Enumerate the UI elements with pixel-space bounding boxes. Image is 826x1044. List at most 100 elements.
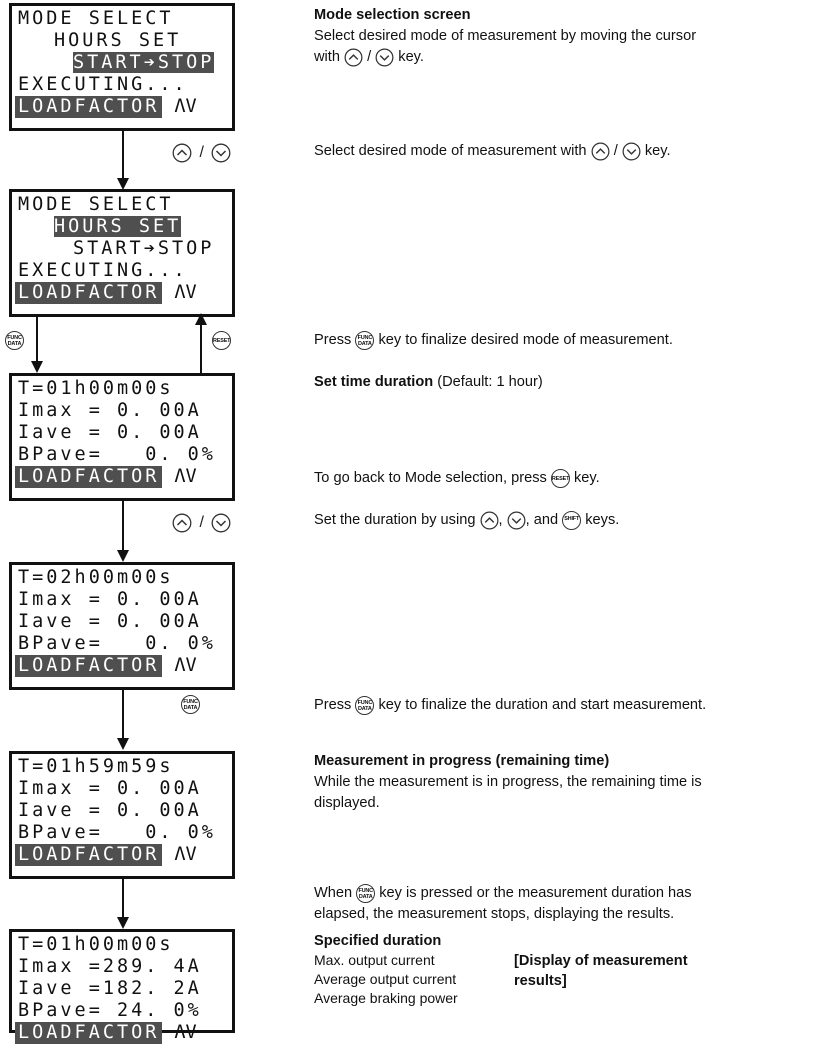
desc-text: key to finalize desired mode of measurem… — [378, 332, 673, 348]
up-key-icon — [480, 511, 498, 530]
set-duration-title: Set time duration — [314, 374, 434, 390]
up-key-icon — [344, 48, 363, 67]
stop-desc: When FUNC DATA key is pressed or the mea… — [314, 883, 692, 925]
down-key-icon — [507, 511, 526, 530]
desc-text: key to finalize the duration and start m… — [378, 697, 707, 713]
desc-line: displayed. — [314, 795, 380, 811]
select-mode-desc: Select desired mode of measurement with … — [314, 141, 671, 162]
up-key-icon — [172, 143, 192, 163]
desc-line: with / key. — [314, 47, 696, 68]
down-key-icon — [211, 513, 231, 533]
flow-line — [122, 879, 124, 919]
desc-line: When FUNC DATA key is pressed or the mea… — [314, 883, 692, 904]
key-label: FUNC DATA — [357, 334, 373, 347]
down-key-icon — [211, 143, 231, 163]
desc-line: elapsed, the measurement stops, displayi… — [314, 906, 675, 922]
lcd-line-imax: Imax = 0. 00A — [18, 589, 202, 610]
results-line: [Display of measurement — [514, 953, 688, 969]
down-key-icon — [375, 48, 394, 67]
lcd-line-imax: Imax =289. 4A — [18, 956, 202, 977]
lcd-line: START➔STOP — [18, 52, 228, 74]
key-label: FUNC DATA — [183, 699, 198, 711]
lcd-line-time: T=01h59m59s — [18, 756, 174, 777]
desc-text: , and — [525, 512, 559, 528]
lcd-line-bpave: BPave= 0. 0% — [18, 444, 216, 465]
lcd-measurement-progress: T=01h59m59s Imax = 0. 00A Iave = 0. 00A … — [9, 751, 235, 879]
lcd-line: MODE SELECT — [18, 8, 174, 29]
desc-text: To go back to Mode selection, press — [314, 470, 547, 486]
finalize-mode-desc: Press FUNC DATA key to finalize desired … — [314, 330, 673, 351]
lcd-loadfactor: LOADFACTOR — [15, 282, 163, 304]
flow-line — [122, 690, 124, 740]
results-labels: Specified duration Max. output current A… — [314, 932, 458, 1008]
desc-text: Press — [314, 697, 352, 713]
lcd-line-bpave: BPave= 24. 0% — [18, 1000, 202, 1021]
lcd-measurement-results: T=01h00m00s Imax =289. 4A Iave =182. 2A … — [9, 929, 235, 1044]
lcd-line-time: T=01h00m00s — [18, 934, 174, 955]
flow-arrow-down — [117, 738, 129, 750]
flow-arrow-down — [117, 550, 129, 562]
avg-current-label: Average output current — [314, 971, 457, 987]
desc-text: (Default: 1 hour) — [437, 374, 543, 390]
reset-key-icon: RESET — [550, 468, 570, 488]
max-current-label: Max. output current — [314, 952, 435, 968]
desc-line: Select desired mode of measurement by mo… — [314, 28, 697, 44]
lcd-mode-select-2: MODE SELECT HOURS SET START➔STOP EXECUTI… — [9, 189, 235, 317]
lcd-line: START➔STOP — [73, 238, 215, 259]
lcd-line-iave: Iave = 0. 00A — [18, 800, 202, 821]
lcd-line-time: T=01h00m00s — [18, 378, 174, 399]
key-label: RESET — [213, 338, 231, 344]
slash-text: / — [199, 144, 204, 162]
func-data-key-icon: FUNC DATA — [355, 330, 375, 350]
lcd-duration-default: T=01h00m00s Imax = 0. 00A Iave = 0. 00A … — [9, 373, 235, 501]
desc-text: key. — [644, 143, 671, 159]
slash-text: / — [199, 514, 204, 532]
desc-text: key. — [573, 470, 600, 486]
lcd-loadfactor: LOADFACTOR — [15, 1022, 163, 1044]
lcd-line-bpave: BPave= 0. 0% — [18, 633, 216, 654]
flow-arrow-down — [117, 917, 129, 929]
key-label: FUNC DATA — [358, 887, 373, 900]
func-data-key-icon: FUNC DATA — [5, 331, 24, 350]
flow-arrow-down — [31, 361, 43, 373]
flow-arrow-down — [117, 178, 129, 190]
flow-line — [36, 317, 38, 363]
lcd-cursor-item: HOURS SET — [54, 216, 182, 237]
up-key-icon — [172, 513, 192, 533]
progress-desc: Measurement in progress (remaining time)… — [314, 751, 702, 814]
desc-text: Set the duration by using — [314, 512, 476, 528]
key-label: RESET — [551, 475, 570, 482]
lcd-line: MODE SELECT — [18, 194, 174, 215]
up-down-icon: ΛV — [174, 466, 197, 487]
desc-line: While the measurement is in progress, th… — [314, 774, 702, 790]
lcd-line: EXECUTING... — [18, 260, 188, 281]
down-key-icon — [622, 142, 641, 161]
up-down-icon: ΛV — [174, 655, 197, 676]
lcd-line: HOURS SET — [54, 30, 182, 51]
desc-text: Select desired mode of measurement with — [314, 143, 587, 159]
up-down-icon: ΛV — [174, 844, 197, 865]
lcd-line-bpave: BPave= 0. 0% — [18, 822, 216, 843]
mode-selection-title: Mode selection screen — [314, 7, 471, 23]
lcd-line: HOURS SET — [18, 216, 228, 238]
slash-text: / — [367, 49, 372, 65]
slash-text: / — [613, 143, 618, 159]
up-down-icon: ΛV — [174, 282, 197, 303]
flow-line — [200, 323, 202, 373]
results-bracket-label: [Display of measurement results] — [514, 951, 688, 991]
func-data-key-icon: FUNC DATA — [356, 883, 376, 903]
mode-selection-desc: Mode selection screen Select desired mod… — [314, 5, 696, 68]
key-updown-group: / — [172, 513, 231, 533]
desc-text: When — [314, 885, 353, 901]
progress-title: Measurement in progress (remaining time) — [314, 753, 610, 769]
desc-text: key. — [398, 49, 424, 65]
lcd-mode-select-1: MODE SELECT HOURS SET START➔STOP EXECUTI… — [9, 3, 235, 131]
desc-text: key is pressed or the measurement durati… — [379, 885, 692, 901]
lcd-line-iave: Iave = 0. 00A — [18, 422, 202, 443]
avg-braking-label: Average braking power — [314, 990, 458, 1006]
key-updown-group: / — [172, 143, 231, 163]
